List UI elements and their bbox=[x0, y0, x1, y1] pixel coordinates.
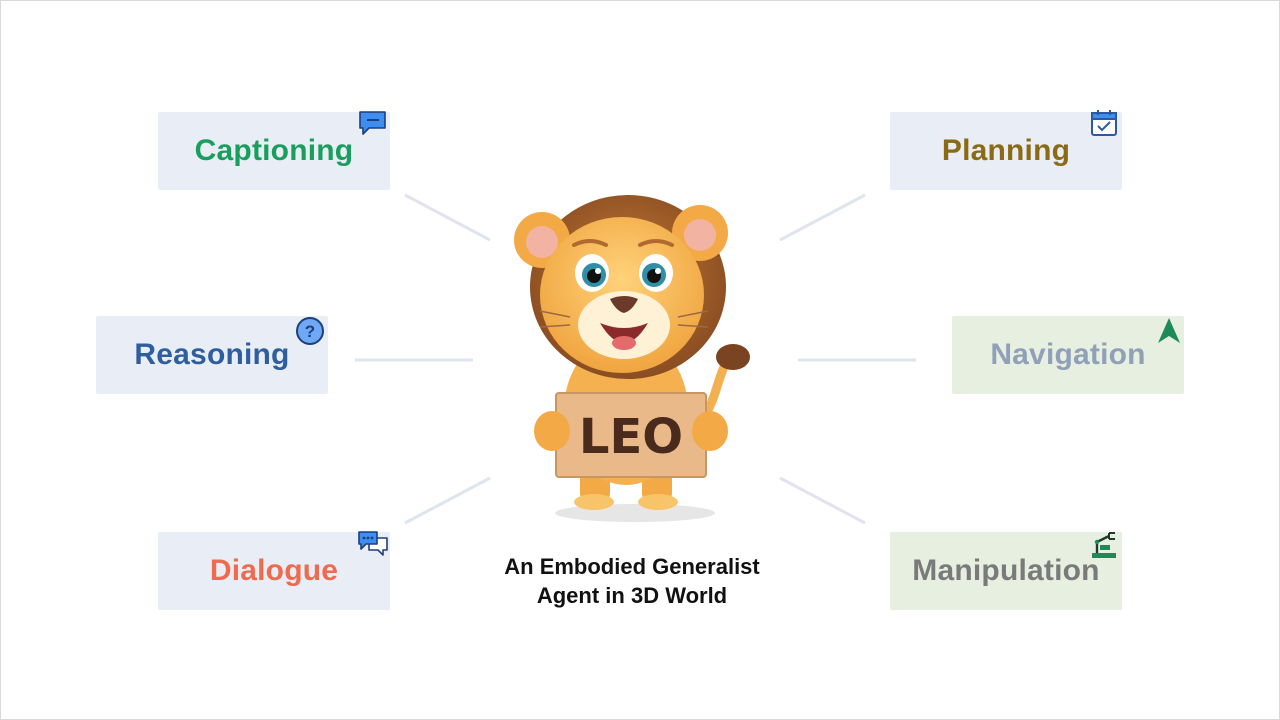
dialogue-bubbles-icon bbox=[358, 531, 388, 556]
captioning-label: Captioning bbox=[194, 134, 354, 167]
reasoning-box: Reasoning ? bbox=[96, 316, 328, 394]
sign-text: LEO bbox=[579, 409, 683, 465]
planning-box: Planning bbox=[890, 110, 1122, 190]
chat-bubble-icon bbox=[359, 111, 386, 135]
subtitle: An Embodied Generalist Agent in 3D World bbox=[440, 552, 824, 610]
navigation-label: Navigation bbox=[990, 338, 1146, 371]
lion-mascot-illustration: LEO bbox=[514, 195, 750, 522]
subtitle-line-2: Agent in 3D World bbox=[536, 583, 728, 608]
calendar-check-icon bbox=[1091, 110, 1117, 136]
connector-planning bbox=[779, 193, 866, 242]
navigation-arrow-icon bbox=[1158, 318, 1180, 343]
navigation-box: Navigation bbox=[952, 316, 1184, 394]
connector-captioning bbox=[404, 193, 491, 242]
manipulation-box: Manipulation bbox=[890, 532, 1122, 610]
dialogue-label: Dialogue bbox=[209, 554, 339, 587]
subtitle-line-1: An Embodied Generalist bbox=[504, 554, 760, 579]
svg-text:?: ? bbox=[305, 322, 316, 341]
reasoning-label: Reasoning bbox=[134, 338, 290, 371]
connector-dialogue bbox=[404, 476, 491, 525]
manipulation-label: Manipulation bbox=[912, 554, 1100, 587]
question-circle-icon: ? bbox=[296, 317, 324, 345]
captioning-box: Captioning bbox=[158, 111, 390, 190]
planning-label: Planning bbox=[941, 134, 1071, 167]
robot-arm-icon bbox=[1092, 532, 1116, 558]
dialogue-box: Dialogue bbox=[158, 531, 390, 610]
connector-manipulation bbox=[779, 476, 866, 525]
